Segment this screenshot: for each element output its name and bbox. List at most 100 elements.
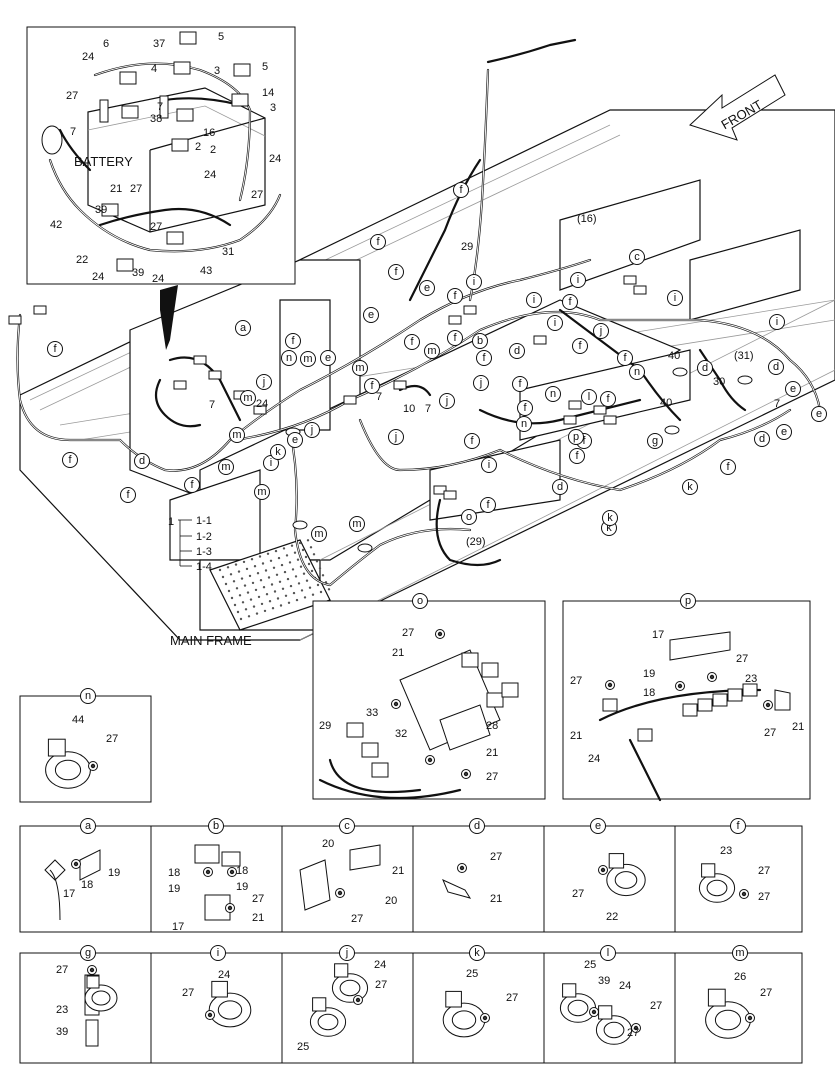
svg-text:n: n bbox=[85, 690, 91, 702]
callout-c: c bbox=[629, 249, 645, 265]
callout-e: e bbox=[811, 406, 827, 422]
svg-text:f: f bbox=[459, 184, 463, 196]
step-dot bbox=[319, 590, 323, 594]
callout-d: d bbox=[509, 343, 525, 359]
svg-text:o: o bbox=[417, 595, 423, 607]
svg-text:p: p bbox=[685, 595, 691, 607]
bolt-part bbox=[335, 888, 345, 898]
step-dot bbox=[297, 582, 301, 585]
connector-part bbox=[299, 859, 331, 911]
svg-text:f: f bbox=[68, 454, 72, 466]
step-plate bbox=[209, 539, 331, 631]
detail-f-label: 27 bbox=[758, 865, 770, 877]
step-dot bbox=[290, 544, 294, 547]
battery-terminal-part bbox=[176, 108, 194, 122]
bolt-part bbox=[707, 672, 717, 682]
clamp-part bbox=[45, 738, 91, 789]
callout-m: m bbox=[229, 427, 245, 443]
callout-e: e bbox=[419, 280, 435, 296]
bolt-part bbox=[480, 1013, 490, 1023]
callout-f: f bbox=[364, 378, 380, 394]
detail-o-label: 33 bbox=[366, 707, 378, 719]
callout-k: k bbox=[270, 444, 286, 460]
step-dot bbox=[234, 563, 238, 566]
callout-m: m bbox=[300, 351, 316, 367]
bolt-part bbox=[745, 1013, 755, 1023]
callout-f: f bbox=[285, 333, 301, 349]
battery-callout-label: 27 bbox=[66, 90, 78, 102]
callout-e: e bbox=[287, 432, 303, 448]
svg-text:e: e bbox=[292, 434, 298, 446]
svg-text:m: m bbox=[427, 345, 436, 357]
main-callout-label: 30 bbox=[713, 376, 725, 388]
step-dot bbox=[292, 591, 296, 595]
step-dot bbox=[224, 582, 228, 586]
clamp-part bbox=[705, 988, 751, 1039]
step-dot bbox=[235, 587, 239, 590]
svg-text:b: b bbox=[477, 335, 483, 347]
svg-text:a: a bbox=[85, 820, 92, 832]
step-dot bbox=[272, 566, 276, 569]
connector-block bbox=[443, 490, 457, 500]
step-dot bbox=[302, 572, 306, 575]
svg-text:i: i bbox=[533, 294, 535, 306]
svg-text:k: k bbox=[275, 446, 281, 458]
bolt-part bbox=[203, 867, 213, 877]
callout-e: e bbox=[363, 307, 379, 323]
callout-f: f bbox=[388, 264, 404, 280]
step-dot bbox=[229, 573, 233, 576]
callout-n: n bbox=[516, 416, 532, 432]
detail-header-j: j bbox=[339, 945, 355, 961]
step-dot bbox=[271, 607, 275, 610]
battery-callout-label: 7 bbox=[157, 101, 163, 113]
step-dot bbox=[252, 605, 256, 608]
bolt-part bbox=[88, 761, 98, 771]
detail-p-label: 17 bbox=[652, 629, 664, 641]
svg-text:k: k bbox=[687, 481, 693, 493]
battery-cap bbox=[41, 125, 63, 155]
svg-text:d: d bbox=[702, 362, 708, 374]
detail-f-label: 23 bbox=[720, 845, 732, 857]
svg-text:j: j bbox=[262, 376, 265, 388]
svg-text:g: g bbox=[85, 947, 91, 959]
svg-text:g: g bbox=[652, 435, 658, 447]
detail-b-label: 18 bbox=[168, 867, 180, 879]
detail-header-n: n bbox=[80, 688, 96, 704]
svg-text:e: e bbox=[368, 309, 374, 321]
bracket-part bbox=[79, 849, 101, 881]
callout-f: f bbox=[120, 487, 136, 503]
detail-header-d: d bbox=[469, 818, 485, 834]
main-callout-label: (16) bbox=[577, 213, 597, 225]
detail-panels bbox=[19, 600, 811, 1064]
svg-text:f: f bbox=[370, 380, 374, 392]
detail-header-b: b bbox=[208, 818, 224, 834]
detail-b-label: 19 bbox=[236, 881, 248, 893]
connector-part bbox=[221, 851, 241, 867]
svg-text:j: j bbox=[310, 424, 313, 436]
bolt-part bbox=[71, 859, 81, 869]
step-dot bbox=[245, 567, 249, 571]
step-dot bbox=[321, 574, 325, 577]
battery-callout-label: 3 bbox=[214, 65, 220, 77]
step-dot bbox=[283, 570, 287, 574]
step-dot bbox=[299, 565, 303, 568]
callout-i: i bbox=[466, 274, 482, 290]
detail-p-label: 27 bbox=[764, 727, 776, 739]
bolt-part bbox=[225, 903, 235, 913]
svg-text:j: j bbox=[479, 377, 482, 389]
step-dot bbox=[281, 587, 285, 590]
detail-header-o: o bbox=[412, 593, 428, 609]
step-dot bbox=[241, 601, 245, 604]
detail-n-label: 27 bbox=[106, 733, 118, 745]
callout-f: f bbox=[62, 452, 78, 468]
connector-block bbox=[433, 485, 447, 495]
detail-e-label: 27 bbox=[572, 888, 584, 900]
step-dot bbox=[291, 568, 295, 571]
step-dot bbox=[282, 547, 286, 550]
step-dot bbox=[278, 580, 282, 583]
detail-header-c: c bbox=[339, 818, 355, 834]
callout-d: d bbox=[552, 479, 568, 495]
svg-text:f: f bbox=[394, 266, 398, 278]
step-dot bbox=[287, 601, 291, 604]
